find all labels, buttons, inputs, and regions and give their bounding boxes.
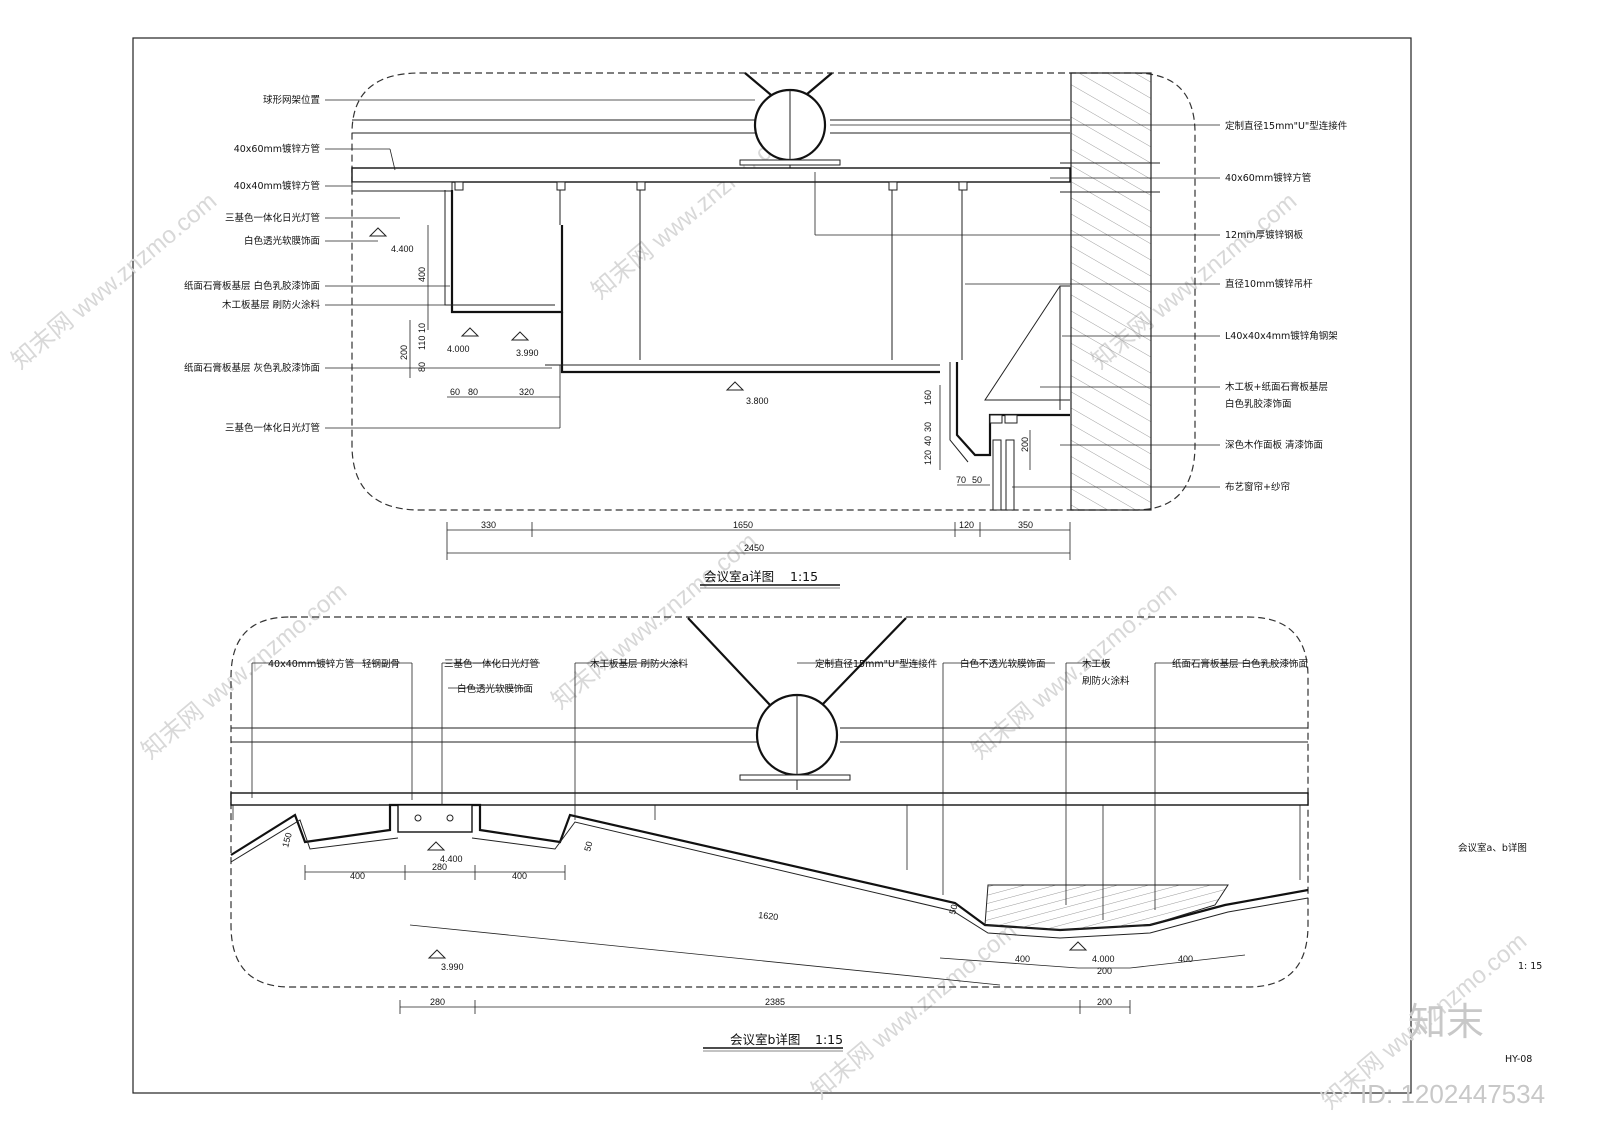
level-label: 4.000	[447, 344, 470, 354]
dim-label: 400	[417, 267, 427, 282]
wood-panel	[984, 884, 1229, 931]
sheet-caption: 会议室a、b详图	[1458, 842, 1527, 854]
dim-label: 10	[417, 323, 427, 333]
dim-label: 50	[947, 903, 959, 915]
dim-label: 400	[350, 871, 365, 881]
dim-label: 2450	[744, 543, 764, 553]
dim-label: 70	[956, 475, 966, 485]
level-label: 3.800	[746, 396, 769, 406]
label-b: 定制直径15mm"U"型连接件	[815, 658, 938, 670]
label-a-left: 40x60mm镀锌方管	[234, 143, 320, 155]
dim-label: 120	[923, 450, 933, 465]
detail-a-title: 会议室a详图	[704, 569, 774, 584]
dim-label: 200	[399, 345, 409, 360]
label-a-left: 白色透光软膜饰面	[244, 235, 320, 247]
dim-label: 2385	[765, 997, 785, 1007]
dim-label: 50	[972, 475, 982, 485]
dim-label: 40	[923, 436, 933, 446]
main-tube-40x60	[351, 167, 1071, 183]
dim-label: 1620	[758, 910, 779, 922]
dim-label: 350	[1018, 520, 1033, 530]
dim-label: 200	[1020, 437, 1030, 452]
label-b: 纸面石膏板基层 白色乳胶漆饰面	[1172, 658, 1308, 670]
label-b: 白色不透光软膜饰面	[960, 658, 1046, 670]
label-b: 三基色一体化日光灯管	[444, 658, 539, 670]
detail-b-labels: 40x40mm镀锌方管 轻钢副骨 三基色一体化日光灯管 白色透光软膜饰面 木工板…	[268, 658, 1308, 695]
label-a-left: 三基色一体化日光灯管	[225, 422, 320, 434]
dim-label: 400	[512, 871, 527, 881]
dim-label: 280	[432, 862, 447, 872]
level-label: 4.000	[1092, 954, 1115, 964]
label-a-left: 球形网架位置	[263, 94, 320, 106]
label-a-right: 定制直径15mm"U"型连接件	[1225, 120, 1348, 132]
detail-b-levels: 4.400 3.990 4.000	[440, 854, 1115, 972]
image-id: ID: 1202447534	[1360, 1079, 1545, 1109]
dim-label: 400	[1178, 954, 1193, 964]
concrete-column	[1070, 72, 1152, 511]
label-a-left: 木工板基层 刷防火涂料	[222, 299, 321, 311]
main-tube	[230, 792, 1309, 806]
label-a-left: 纸面石膏板基层 灰色乳胶漆饰面	[184, 362, 320, 374]
dim-label: 400	[1015, 954, 1030, 964]
dim-label: 280	[430, 997, 445, 1007]
dim-label: 320	[519, 387, 534, 397]
label-b: 木工板基层 刷防火涂料	[590, 658, 689, 670]
detail-a-dims: 400 10 110 200 80 60 80 320 160 30 40 12…	[399, 267, 1033, 553]
dim-label: 200	[1097, 997, 1112, 1007]
dim-label: 110	[417, 336, 427, 350]
detail-b-title: 会议室b详图	[730, 1032, 800, 1047]
label-b: 白色透光软膜饰面	[457, 683, 533, 695]
detail-b-boundary	[230, 616, 1309, 988]
label-a-right: 布艺窗帘+纱帘	[1225, 481, 1290, 493]
label-a-right: 木工板+纸面石膏板基层	[1225, 381, 1328, 393]
detail-b-scale: 1:15	[815, 1032, 843, 1047]
level-label: 3.990	[516, 348, 539, 358]
label-b: 40x40mm镀锌方管	[268, 658, 354, 670]
dim-label: 30	[923, 422, 933, 432]
dim-label: 120	[959, 520, 974, 530]
label-a-right: 深色木作面板 清漆饰面	[1225, 439, 1323, 451]
detail-b-dims: 150 400 280 400 50 1620 50 400 200 400 2…	[280, 831, 1193, 1007]
detail-a-labels-left: 球形网架位置 40x60mm镀锌方管 40x40mm镀锌方管 三基色一体化日光灯…	[184, 94, 321, 434]
dim-label: 200	[1097, 966, 1112, 976]
sheet-number: HY-08	[1505, 1054, 1532, 1065]
brand-logo: 知末	[1408, 1000, 1484, 1044]
label-b: 木工板	[1082, 658, 1111, 670]
label-a-right: L40x40x4mm镀锌角钢架	[1225, 330, 1338, 342]
label-b: 刷防火涂料	[1082, 675, 1130, 687]
detail-a-labels-right: 定制直径15mm"U"型连接件 40x60mm镀锌方管 12mm厚镀锌钢板 直径…	[1225, 120, 1348, 493]
dim-label: 50	[582, 840, 594, 852]
label-a-left: 40x40mm镀锌方管	[234, 180, 320, 192]
sheet-border	[132, 37, 1412, 1094]
dim-label: 160	[923, 390, 933, 405]
detail-a-levels: 4.400 4.000 3.990 3.800	[391, 244, 769, 406]
dim-label: 150	[280, 831, 294, 848]
level-label: 4.400	[391, 244, 414, 254]
watermark: 知末网 www.znzmo.com	[807, 918, 1023, 1105]
detail-b	[230, 616, 1309, 1052]
detail-a	[325, 72, 1220, 589]
label-a-right: 白色乳胶漆饰面	[1225, 398, 1292, 410]
level-label: 4.400	[440, 854, 463, 864]
label-a-right: 40x60mm镀锌方管	[1225, 172, 1311, 184]
watermark: 知末网 www.znzmo.com	[137, 578, 353, 765]
level-label: 3.990	[441, 962, 464, 972]
watermark: 知末网 www.znzmo.com	[967, 578, 1183, 765]
watermark-layer: 知末网 www.znzmo.com 知末网 www.znzmo.com 知末网 …	[7, 118, 1533, 1115]
label-b: 轻钢副骨	[362, 658, 400, 670]
label-a-right: 12mm厚镀锌钢板	[1225, 229, 1304, 241]
dim-label: 60	[450, 387, 460, 397]
label-a-left: 纸面石膏板基层 白色乳胶漆饰面	[184, 280, 320, 292]
sheet-scale: 1: 15	[1518, 961, 1542, 972]
dim-label: 330	[481, 520, 496, 530]
detail-a-scale: 1:15	[790, 569, 818, 584]
dim-label: 80	[468, 387, 478, 397]
watermark: 知末网 www.znzmo.com	[547, 528, 763, 715]
label-a-left: 三基色一体化日光灯管	[225, 212, 320, 224]
dim-label: 1650	[733, 520, 753, 530]
label-a-right: 直径10mm镀锌吊杆	[1225, 278, 1313, 290]
dim-label: 80	[417, 362, 427, 372]
